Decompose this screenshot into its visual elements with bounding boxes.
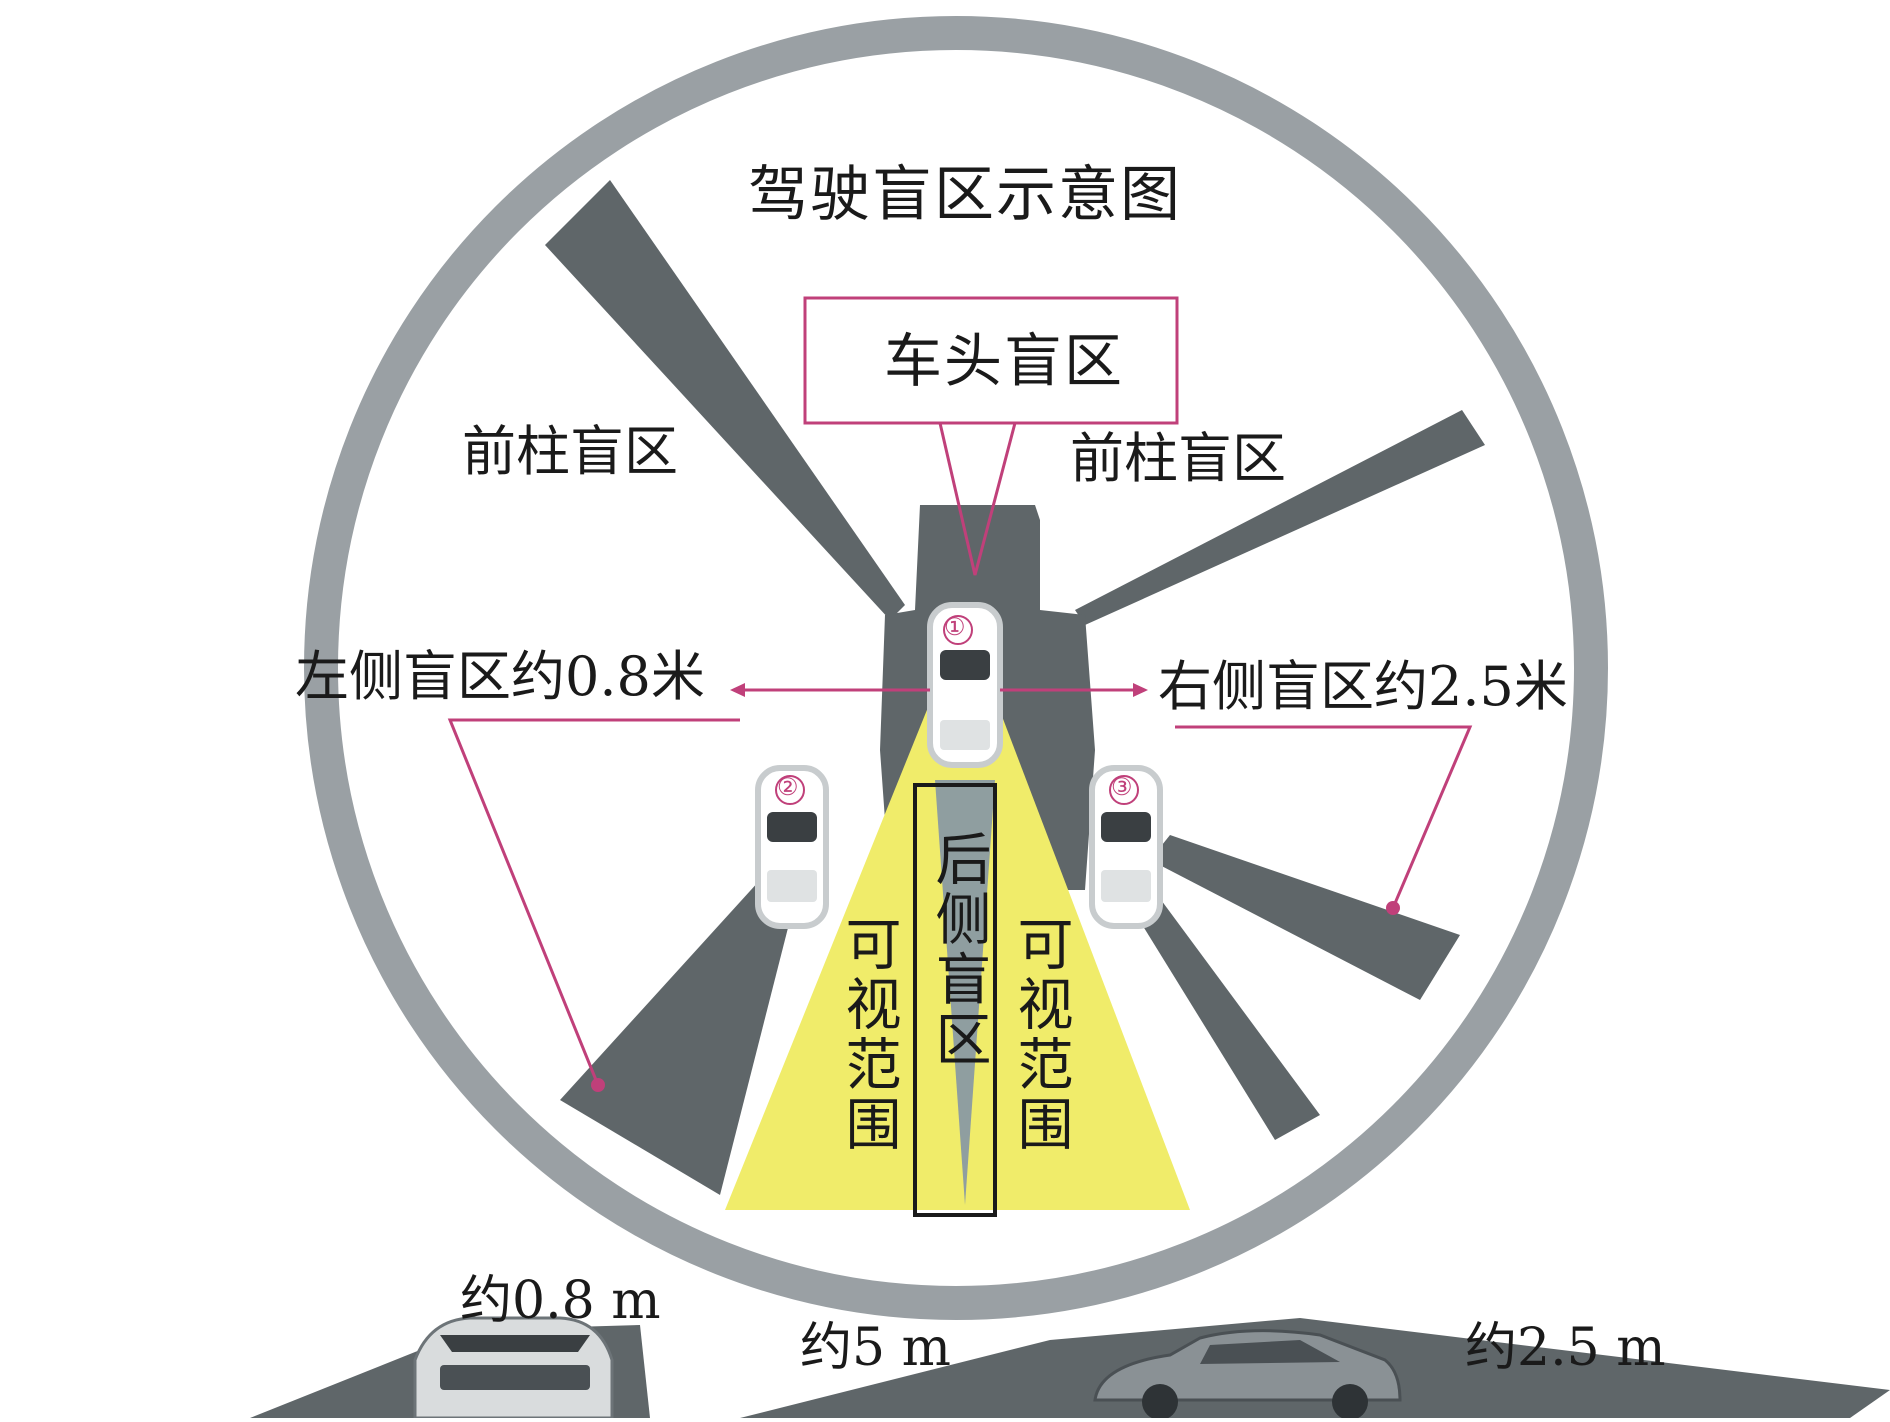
right-side-callout — [1175, 725, 1473, 909]
front-blind-zone-box — [803, 296, 1179, 425]
right-rear-blind-zone — [1130, 885, 1320, 1140]
right-pillar-label: 前柱盲区 — [1070, 427, 1286, 490]
rear-blind-zone-box — [913, 783, 997, 1217]
right-side-blind-label: 右侧盲区约2.5米 — [1158, 655, 1568, 718]
car-1 — [927, 602, 1003, 768]
car-3-marker: ③ — [1111, 773, 1133, 801]
distance-right-label: 约2.5 m — [1465, 1318, 1666, 1378]
bottom-car-side — [1093, 1329, 1402, 1420]
visible-range-right-label: 可视范围 — [1008, 915, 1073, 1155]
distance-center-label: 约5 m — [800, 1318, 951, 1378]
outer-ring — [304, 16, 1608, 1320]
car-2 — [755, 765, 829, 929]
left-side-callout — [447, 718, 740, 1086]
left-pillar-label: 前柱盲区 — [462, 420, 678, 483]
car-1-marker: ① — [944, 613, 966, 641]
distance-left-label: 约0.8 m — [460, 1271, 661, 1331]
left-side-blind-zone — [560, 880, 790, 1195]
front-callout-pointer — [938, 422, 1017, 576]
right-side-blind-zone — [1150, 835, 1460, 1000]
right-pillar-blind-zone — [1075, 410, 1485, 625]
car-2-marker: ② — [777, 773, 799, 801]
car-3 — [1089, 765, 1163, 929]
left-pillar-blind-zone — [545, 180, 905, 620]
rear-blind-zone-label: 后侧盲区 — [926, 830, 991, 1070]
visible-range-left-label: 可视范围 — [836, 915, 901, 1155]
rear-blind-wedge — [935, 780, 995, 1205]
left-side-blind-label: 左侧盲区约0.8米 — [295, 645, 705, 708]
front-blind-zone-label: 车头盲区 — [884, 327, 1125, 395]
bottom-car-front — [413, 1316, 614, 1420]
diagram-title: 驾驶盲区示意图 — [748, 160, 1182, 230]
